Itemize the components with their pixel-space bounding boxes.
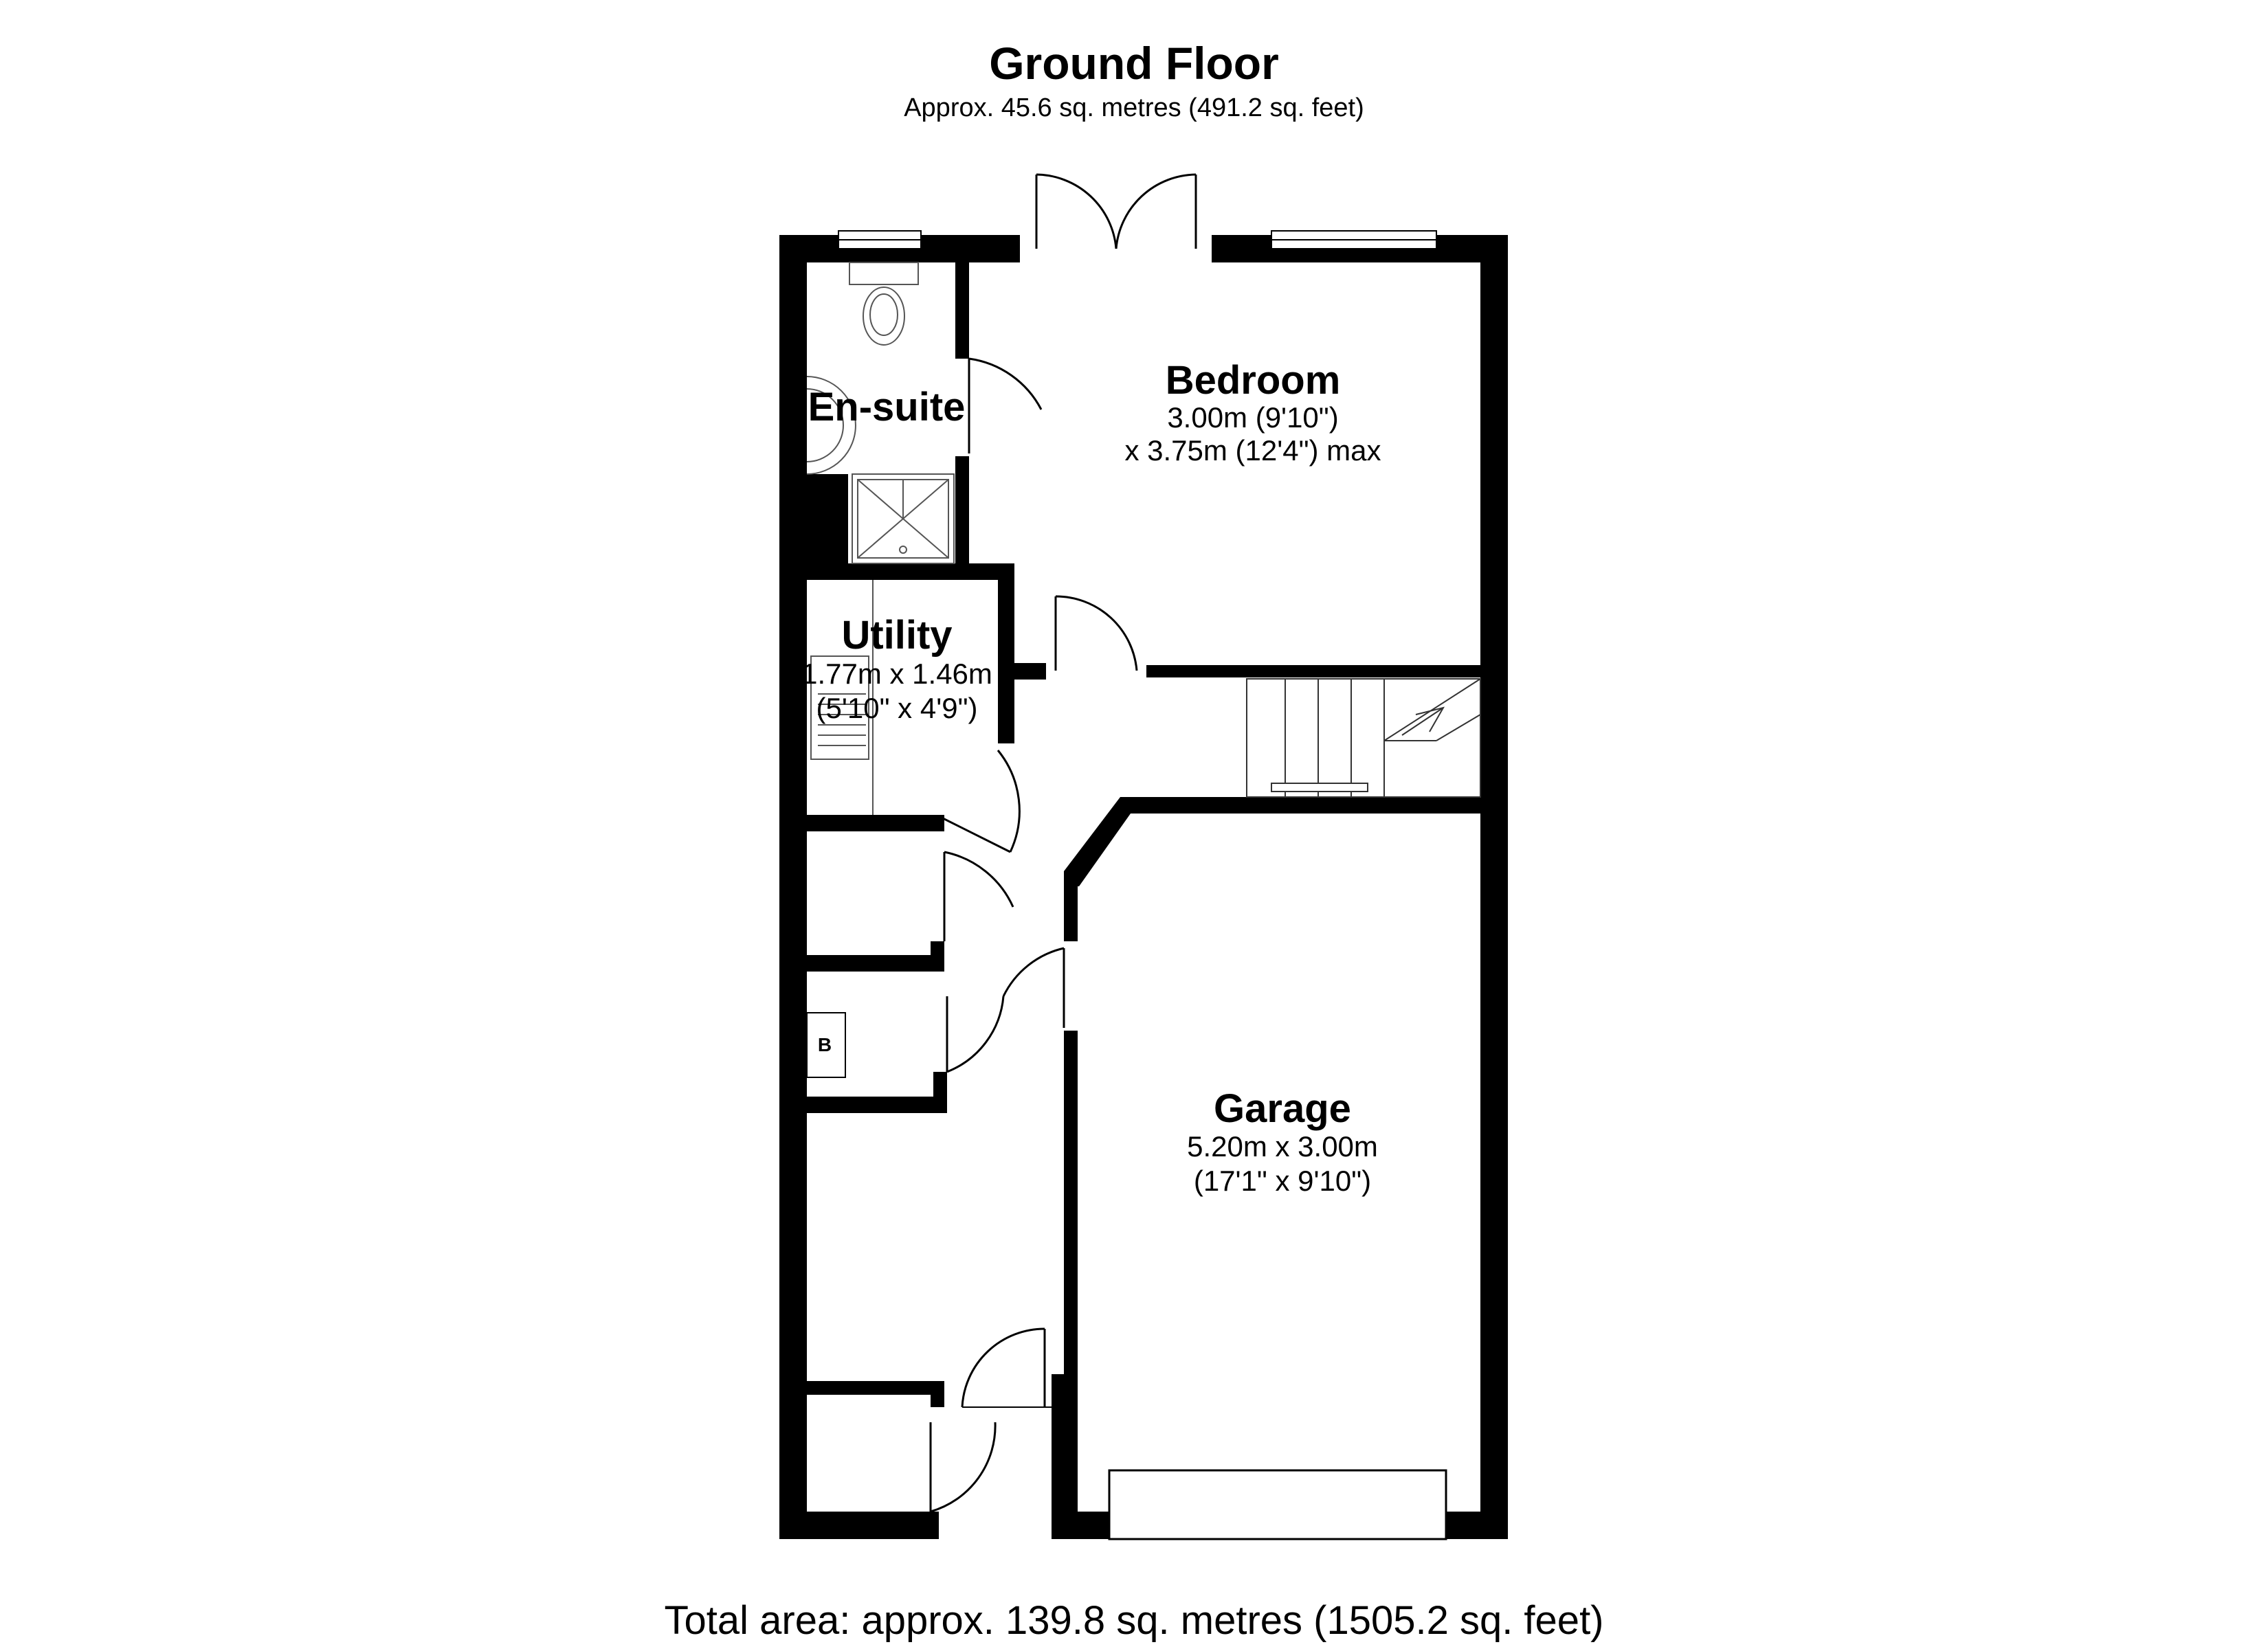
wall-garage-left-lower bbox=[1064, 1031, 1078, 1539]
door-front bbox=[961, 1327, 1052, 1408]
fixtures bbox=[806, 262, 955, 1078]
wall-cupboard1-bottom bbox=[807, 955, 944, 972]
utility-label: Utility bbox=[841, 613, 952, 658]
wall-lower-cupboard-right-stub bbox=[1052, 1374, 1064, 1539]
wall-utility-right bbox=[998, 563, 1014, 743]
ensuite-label: En-suite bbox=[808, 385, 966, 429]
garage-door bbox=[1108, 1469, 1447, 1540]
door-cupboard-2 bbox=[946, 996, 1005, 1073]
bedroom-label: Bedroom bbox=[1166, 358, 1341, 403]
wall-garage-left-upper bbox=[1064, 876, 1078, 941]
wall-bottom-left bbox=[779, 1512, 939, 1539]
staircase bbox=[1246, 678, 1481, 798]
basin-icon bbox=[806, 376, 856, 475]
wall-right bbox=[1480, 235, 1508, 1539]
bedroom-dim-1: 3.00m (9'10") bbox=[1167, 401, 1338, 434]
door-ensuite bbox=[968, 357, 1043, 453]
wall-bottom-garage-right bbox=[1441, 1512, 1508, 1539]
boiler-icon bbox=[806, 1012, 846, 1078]
shower-tray-icon bbox=[852, 473, 955, 564]
windows bbox=[838, 230, 1437, 249]
toilet-icon bbox=[849, 262, 919, 346]
garage-dim-1: 5.20m x 3.00m bbox=[1187, 1130, 1378, 1163]
wall-utility-bottom bbox=[807, 815, 944, 831]
door-utility bbox=[941, 750, 1021, 853]
doors bbox=[929, 173, 1197, 1513]
door-garage bbox=[1002, 947, 1065, 1028]
wall-ensuite-right-lower bbox=[955, 456, 969, 566]
wall-cupboard1-right-stub bbox=[931, 941, 944, 972]
room-labels: Bedroom 3.00m (9'10") x 3.75m (12'4") ma… bbox=[801, 358, 1381, 1197]
wall-cupboard2-right-stub bbox=[933, 1072, 947, 1113]
wall-garage-top bbox=[1126, 797, 1480, 814]
wall-ensuite-thick-block bbox=[807, 474, 848, 563]
utility-dim-1: 1.77m x 1.46m bbox=[801, 658, 992, 690]
wall-bedroom-bottom bbox=[1146, 665, 1480, 677]
walls bbox=[779, 235, 1508, 1539]
wall-lower-cupboard-stub bbox=[931, 1381, 944, 1407]
sink-icon bbox=[810, 655, 869, 760]
boiler-label: B bbox=[818, 1034, 832, 1055]
wall-utility-right-stub bbox=[998, 663, 1046, 680]
garage-dim-2: (17'1" x 9'10") bbox=[1194, 1165, 1371, 1197]
door-cupboard-1 bbox=[943, 851, 1014, 941]
wall-ensuite-bottom bbox=[807, 563, 1013, 580]
utility-dim-2: (5'10" x 4'9") bbox=[816, 692, 978, 724]
floor-area-subtitle: Approx. 45.6 sq. metres (491.2 sq. feet) bbox=[904, 93, 1364, 122]
wall-ensuite-right-upper bbox=[955, 262, 969, 359]
bedroom-dim-2: x 3.75m (12'4") max bbox=[1124, 434, 1381, 467]
door-bedroom-hall bbox=[1054, 595, 1138, 671]
door-lower-cupboard bbox=[929, 1422, 997, 1513]
garage-label: Garage bbox=[1214, 1086, 1351, 1131]
wall-lower-cupboard-top bbox=[807, 1381, 944, 1395]
door-bedroom-french bbox=[1035, 173, 1197, 249]
wall-left bbox=[779, 235, 807, 1539]
total-area-footer: Total area: approx. 139.8 sq. metres (15… bbox=[664, 1598, 1604, 1643]
wall-cupboard2-bottom bbox=[807, 1097, 947, 1113]
page-title: Ground Floor bbox=[989, 38, 1279, 89]
wall-garage-chamfer bbox=[1064, 797, 1142, 886]
